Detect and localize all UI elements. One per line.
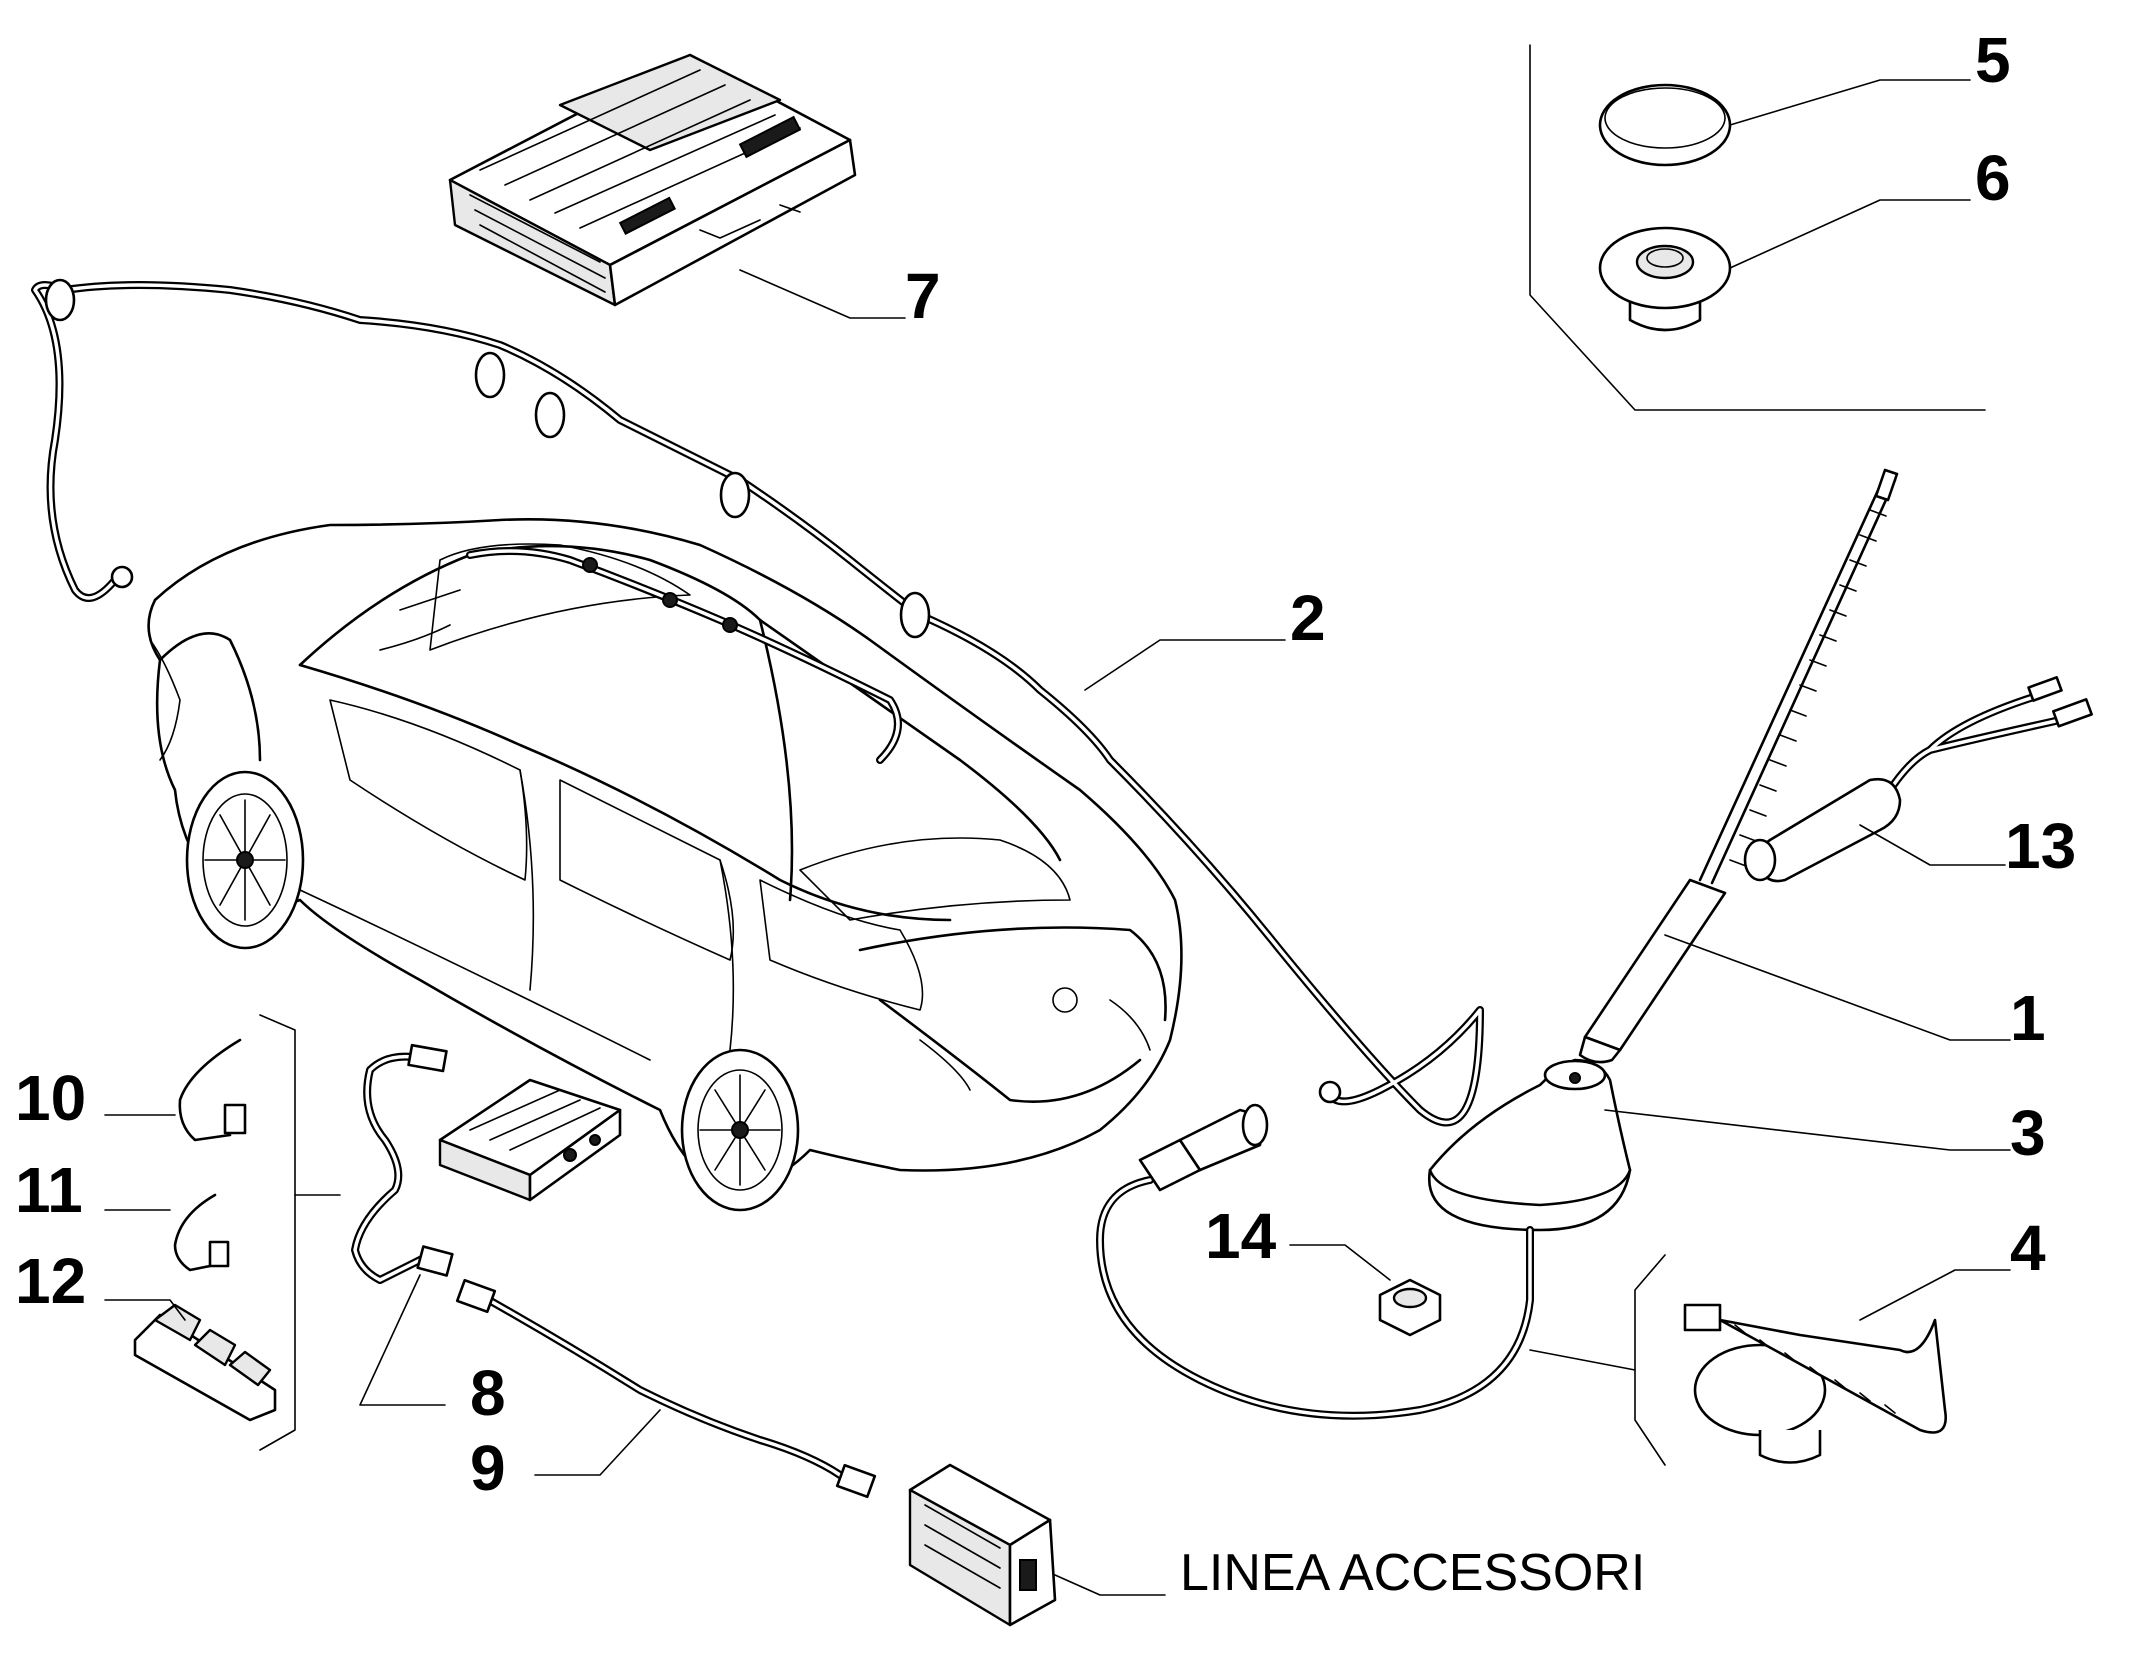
- part-1-antenna-mast: [1578, 468, 1899, 1064]
- car-outline: [147, 517, 1183, 1212]
- label-linea-accessori: LINEA ACCESSORI: [1180, 1544, 1645, 1602]
- leader-13: [1859, 824, 2006, 866]
- part-8-cable: [351, 1043, 454, 1284]
- leader-4: [1859, 1269, 2011, 1321]
- callout-13: 13: [2005, 810, 2076, 882]
- leader-5: [1729, 79, 1971, 126]
- leader-6: [1729, 199, 1971, 269]
- leader-3-cable: [1529, 1349, 1636, 1371]
- radio-unit: [438, 1078, 622, 1202]
- part-9-cable: [455, 1278, 877, 1499]
- leader-accessory: [1054, 1574, 1166, 1596]
- callout-7: 7: [905, 260, 941, 332]
- leader-12: [104, 1299, 186, 1321]
- leader-8: [359, 1274, 446, 1406]
- callout-6: 6: [1975, 142, 2011, 214]
- frame-5-6: [1529, 44, 1986, 411]
- callout-9: 9: [470, 1432, 506, 1504]
- callout-3: 3: [2010, 1097, 2046, 1169]
- part-13-amplifier: [1743, 675, 2093, 883]
- callout-4: 4: [2010, 1212, 2046, 1284]
- accessory-module: [908, 1463, 1057, 1627]
- bracket-10-12: [259, 1014, 296, 1451]
- leader-14: [1289, 1244, 1391, 1281]
- callout-11: 11: [15, 1154, 83, 1226]
- callout-10: 10: [15, 1062, 86, 1134]
- callout-5: 5: [1975, 24, 2011, 96]
- leader-1: [1664, 934, 2011, 1041]
- part-11-clip: [173, 1193, 230, 1272]
- part-14-nut: [1378, 1278, 1442, 1337]
- part-10-clip: [178, 1038, 247, 1142]
- leader-9: [534, 1409, 661, 1476]
- callout-8: 8: [470, 1357, 506, 1429]
- part-5-cap: [1598, 83, 1732, 167]
- part-4-mount-base: [1634, 1254, 1948, 1466]
- leader-3: [1604, 1109, 2011, 1151]
- part-12-holder: [133, 1303, 277, 1422]
- part-2-antenna-cable: [31, 278, 1484, 1127]
- callout-12: 12: [15, 1245, 86, 1317]
- callout-14: 14: [1205, 1200, 1277, 1272]
- callout-2: 2: [1290, 582, 1326, 654]
- leader-2: [1084, 639, 1286, 691]
- part-7-module-box: [448, 53, 857, 307]
- part-6-grommet: [1598, 226, 1732, 332]
- callout-1: 1: [2010, 982, 2046, 1054]
- part-3-antenna-base: [1096, 1058, 1632, 1420]
- leader-7: [739, 269, 906, 319]
